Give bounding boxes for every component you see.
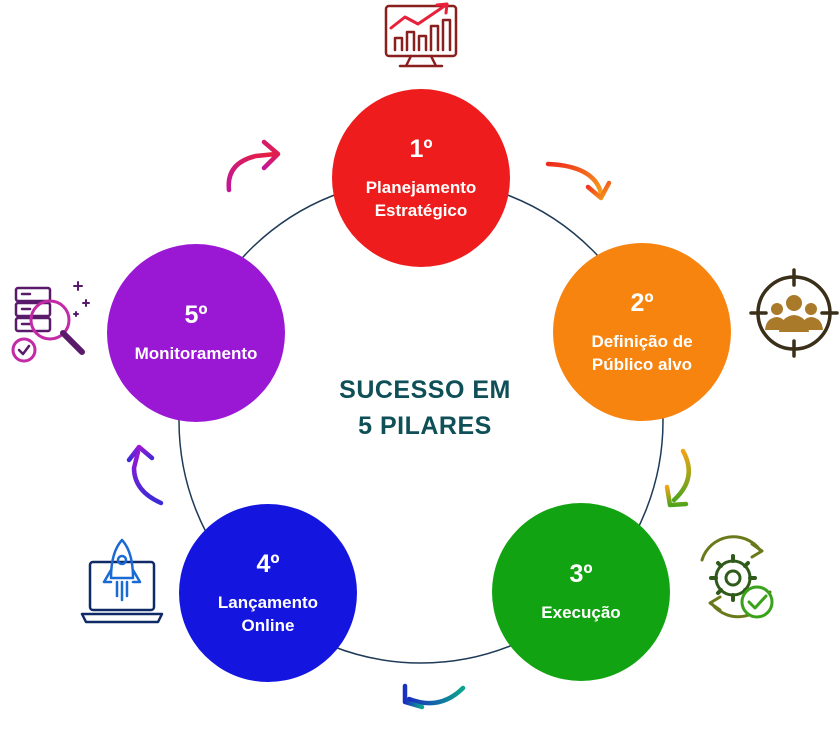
pillar-2-label: Definição de Público alvo: [591, 331, 693, 374]
pillar-1-planejamento: 1º Planejamento Estratégico: [332, 89, 510, 267]
center-title-line-1: SUCESSO EM: [339, 376, 511, 404]
pillar-1-number: 1º: [409, 134, 433, 163]
arrow-5-to-1: [226, 139, 281, 193]
center-title-line-2: 5 PILARES: [358, 412, 492, 440]
server-search-icon: [11, 281, 90, 363]
rocket-laptop-icon: [80, 538, 164, 624]
pillar-4-lancamento-online: 4º Lançamento Online: [179, 504, 357, 682]
pillar-1-label: Planejamento Estratégico: [365, 177, 477, 220]
target-audience-icon: [749, 268, 839, 358]
pillar-4-label: Lançamento Online: [217, 592, 319, 635]
pillar-3-number: 3º: [569, 560, 593, 588]
pillar-5-label: Monitoramento: [134, 344, 258, 363]
pillar-2-number: 2º: [630, 288, 654, 317]
pillar-5-number: 5º: [184, 301, 208, 329]
center-title: SUCESSO EM 5 PILARES: [270, 372, 580, 444]
arrow-1-to-2: [545, 161, 612, 201]
pillar-4-number: 4º: [256, 549, 280, 578]
pillar-5-monitoramento: 5º Monitoramento: [107, 244, 285, 422]
arrow-2-to-3: [664, 448, 692, 508]
pillar-3-execucao: 3º Execução: [492, 503, 670, 681]
arrow-3-to-4: [402, 683, 466, 710]
pillar-3-label: Execução: [541, 603, 621, 622]
arrow-4-to-5: [126, 444, 164, 506]
growth-chart-monitor-icon: [384, 2, 458, 68]
gear-check-icon: [700, 535, 774, 619]
pillar-2-definicao-publico: 2º Definição de Público alvo: [553, 243, 731, 421]
